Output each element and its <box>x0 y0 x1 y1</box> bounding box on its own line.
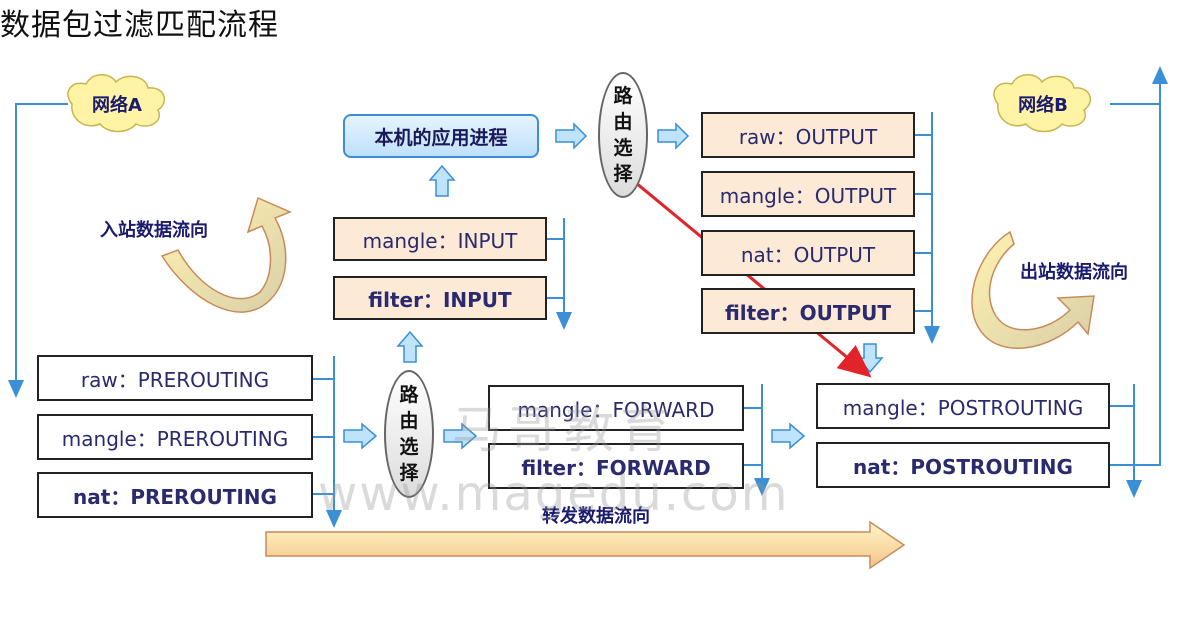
arrow-route-to-output <box>657 122 690 150</box>
inbound-flow-label: 入站数据流向 <box>100 220 208 241</box>
routing-char: 由 <box>613 111 633 133</box>
routing-char: 路 <box>613 85 633 107</box>
watermark-url: www.magedu.com <box>318 466 790 522</box>
routing-char: 选 <box>399 436 419 458</box>
inbound-flow-arrow <box>160 196 292 313</box>
chain-mangle-postrouting: mangle：POSTROUTING <box>816 383 1110 429</box>
chain-mangle-output: mangle：OUTPUT <box>701 171 915 217</box>
network-a-line <box>8 103 68 398</box>
chain-mangle-prerouting: mangle：PREROUTING <box>37 414 313 460</box>
network-b-cloud: 网络B <box>1018 95 1068 116</box>
chain-filter-forward: filter：FORWARD <box>488 443 744 489</box>
network-a-cloud: 网络A <box>92 95 142 116</box>
watermark-cn: 马哥教育 <box>452 401 676 459</box>
chain-raw-output: raw：OUTPUT <box>701 112 915 158</box>
forward-bracket <box>744 384 762 488</box>
chain-mangle-forward: mangle：FORWARD <box>488 385 744 431</box>
network-b-line <box>1110 74 1160 466</box>
input-bracket <box>546 218 564 322</box>
arrow-route-to-input <box>396 330 424 363</box>
arrow-pre-to-route <box>343 422 378 450</box>
routing-char: 由 <box>399 410 419 432</box>
arrow-forward-to-post <box>771 422 806 450</box>
chain-nat-output: nat：OUTPUT <box>701 230 915 276</box>
arrow-input-to-app <box>428 164 456 197</box>
forward-flow-arrow <box>265 520 906 570</box>
arrow-app-to-route <box>555 122 588 150</box>
outbound-flow-arrow <box>971 230 1095 350</box>
routing-char: 路 <box>399 384 419 406</box>
chain-nat-prerouting: nat：PREROUTING <box>37 472 313 518</box>
chain-filter-input: filter：INPUT <box>333 276 547 320</box>
routing-decision-top: 路 由 选 择 <box>598 72 648 198</box>
output-bracket <box>914 112 932 336</box>
local-app-process: 本机的应用进程 <box>343 114 539 158</box>
page-title: 数据包过滤匹配流程 <box>0 8 279 43</box>
arrow-route-to-forward <box>443 422 478 450</box>
chain-nat-postrouting: nat：POSTROUTING <box>816 442 1110 488</box>
chain-filter-output: filter：OUTPUT <box>701 288 915 334</box>
routing-char: 选 <box>613 137 633 159</box>
routing-decision-mid: 路 由 选 择 <box>384 370 434 498</box>
routing-char: 择 <box>613 163 633 185</box>
chain-mangle-input: mangle：INPUT <box>333 217 547 261</box>
chain-raw-prerouting: raw：PREROUTING <box>37 355 313 401</box>
forward-flow-label: 转发数据流向 <box>542 506 650 527</box>
outbound-flow-label: 出站数据流向 <box>1020 262 1128 283</box>
routing-char: 择 <box>399 462 419 484</box>
